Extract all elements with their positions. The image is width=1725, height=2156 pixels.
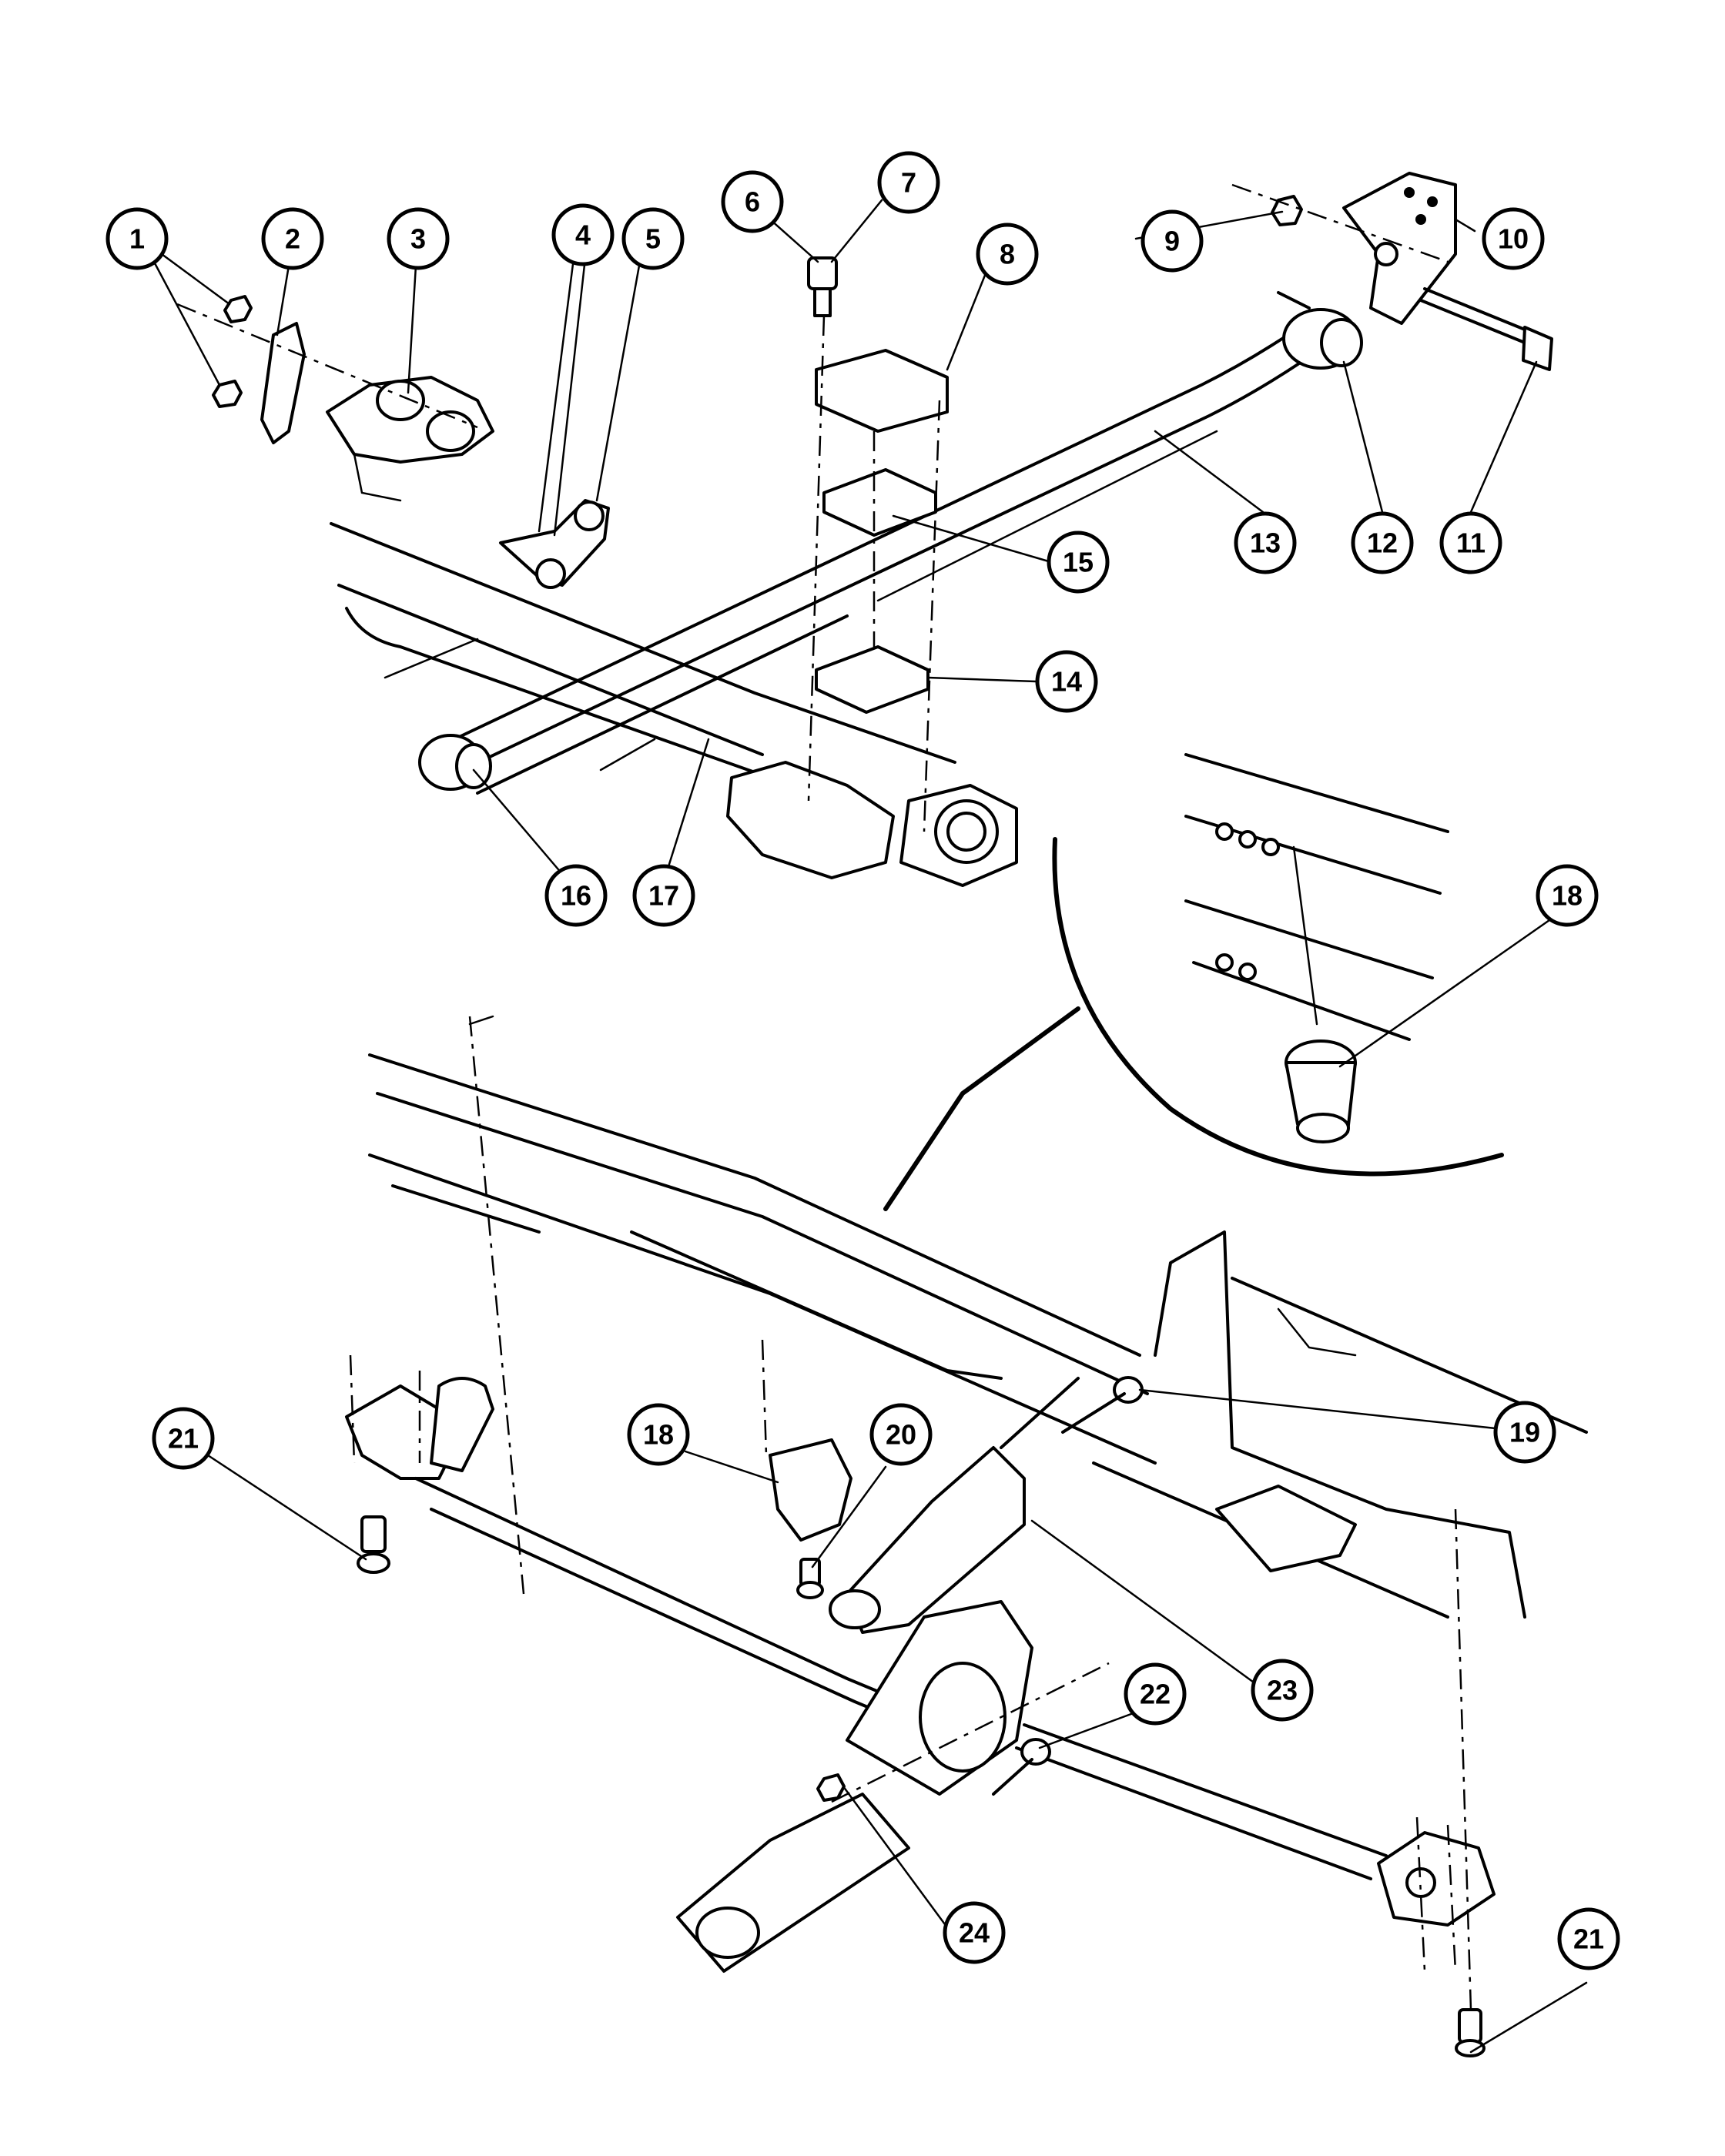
callout-21-right: 21	[1557, 1907, 1620, 1970]
nut-1a	[223, 295, 253, 323]
svg-text:5: 5	[645, 223, 661, 255]
svg-text:15: 15	[1063, 547, 1094, 578]
hanger-bolt	[1419, 287, 1553, 371]
svg-text:2: 2	[285, 223, 300, 255]
svg-text:17: 17	[648, 880, 679, 912]
svg-text:1: 1	[129, 223, 145, 255]
svg-text:10: 10	[1498, 223, 1529, 255]
svg-text:19: 19	[1509, 1417, 1540, 1448]
svg-text:11: 11	[1456, 527, 1486, 559]
shock-absorber	[829, 1377, 1080, 1634]
callout-16: 16	[544, 864, 608, 927]
axle-housing-lower	[676, 1600, 1033, 1973]
callout-8: 8	[976, 223, 1039, 286]
detail-zoom-inset	[883, 753, 1504, 1211]
svg-text:9: 9	[1164, 226, 1180, 257]
nut-1b	[212, 380, 243, 408]
callout-14: 14	[1035, 650, 1098, 713]
callout-10: 10	[1482, 207, 1545, 270]
callout-19: 19	[1493, 1401, 1556, 1464]
spring-shackle	[499, 499, 610, 589]
shackle-bracket	[326, 376, 494, 502]
spring-plate	[815, 349, 949, 433]
svg-text:18: 18	[1552, 880, 1583, 912]
callout-21-left: 21	[152, 1407, 215, 1470]
spacer-block	[822, 468, 937, 537]
callout-3: 3	[387, 207, 450, 270]
lower-fasteners	[357, 1376, 1486, 2057]
leaf-spring	[418, 291, 1363, 795]
callout-2: 2	[261, 207, 324, 270]
callout-23: 23	[1251, 1659, 1314, 1722]
callout-12: 12	[1351, 511, 1414, 574]
svg-text:24: 24	[959, 1917, 990, 1949]
callout-18-detail: 18	[1536, 864, 1599, 927]
callout-22: 22	[1124, 1662, 1187, 1726]
svg-text:20: 20	[886, 1419, 916, 1451]
svg-text:3: 3	[410, 223, 426, 255]
callout-1: 1	[106, 207, 169, 270]
callout-6: 6	[721, 170, 784, 233]
callout-7: 7	[877, 151, 940, 214]
svg-text:22: 22	[1140, 1679, 1171, 1710]
callout-5: 5	[621, 207, 685, 270]
callout-13: 13	[1234, 511, 1297, 574]
callout-17: 17	[632, 864, 695, 927]
rear-hanger-bracket	[1342, 172, 1457, 325]
callout-11: 11	[1439, 511, 1502, 574]
jounce-bumper-detail	[1285, 1040, 1357, 1143]
callout-20: 20	[869, 1403, 933, 1466]
svg-text:8: 8	[1000, 239, 1015, 270]
rear-hanger-assembled	[1377, 1831, 1496, 1927]
svg-text:16: 16	[561, 880, 591, 912]
u-bolt-stud	[807, 256, 838, 317]
svg-text:4: 4	[575, 219, 591, 251]
svg-text:7: 7	[901, 167, 916, 199]
upper-exploded-view	[176, 172, 1553, 887]
svg-text:18: 18	[643, 1419, 674, 1451]
callout-4: 4	[551, 203, 615, 266]
svg-text:21: 21	[168, 1423, 199, 1455]
svg-text:14: 14	[1051, 666, 1082, 698]
svg-text:23: 23	[1267, 1675, 1298, 1706]
lower-assembled-view	[345, 1015, 1588, 2057]
callout-24: 24	[943, 1901, 1006, 1964]
hanger-nut	[1271, 195, 1303, 226]
shackle-plate	[260, 322, 306, 444]
svg-text:12: 12	[1367, 527, 1398, 559]
axle-housing-upper	[726, 761, 1018, 887]
callout-18-lower: 18	[627, 1403, 690, 1466]
spring-seat	[815, 645, 929, 714]
callout-9: 9	[1141, 209, 1204, 273]
bump-stop-bracket	[769, 1438, 852, 1542]
svg-text:6: 6	[745, 186, 760, 218]
callout-15: 15	[1047, 531, 1110, 594]
svg-text:13: 13	[1250, 527, 1281, 559]
svg-text:21: 21	[1573, 1923, 1604, 1955]
